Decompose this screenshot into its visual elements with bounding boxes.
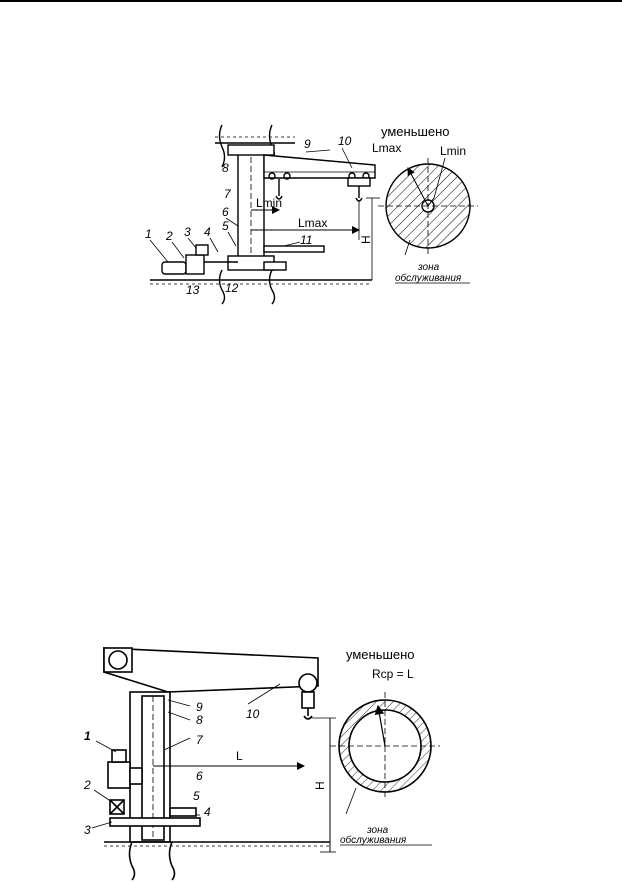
d1-plan-title: уменьшено <box>381 124 450 139</box>
d1-label-4: 4 <box>204 225 211 239</box>
d2-label-2: 2 <box>83 778 91 792</box>
d2-dim-l: L <box>236 749 243 763</box>
diagram-1 <box>149 124 380 305</box>
d1-dim-h: H <box>359 235 373 244</box>
d1-label-9: 9 <box>304 137 311 151</box>
d1-plan-view <box>378 157 478 284</box>
d1-label-12: 12 <box>225 281 239 295</box>
d1-label-2: 2 <box>165 229 173 243</box>
top-rule <box>0 0 622 2</box>
d1-plan-lmax: Lmax <box>372 141 401 155</box>
d2-plan-view <box>330 692 440 846</box>
diagram-2 <box>91 647 336 881</box>
d2-label-9: 9 <box>196 700 203 714</box>
d2-label-7: 7 <box>196 733 204 747</box>
d2-zone-bottom: обслуживания <box>340 834 407 846</box>
d2-plan-rcp: Rср = L <box>372 667 414 681</box>
d2-label-1: 1 <box>84 729 91 743</box>
d2-label-4: 4 <box>204 805 211 819</box>
d1-label-1: 1 <box>145 227 152 241</box>
d1-zone-top: зона <box>417 262 440 273</box>
d2-plan-title: уменьшено <box>346 647 415 662</box>
d1-label-7: 7 <box>224 187 232 201</box>
d2-label-6: 6 <box>196 769 203 783</box>
d1-dim-lmax: Lmax <box>298 216 327 230</box>
d1-label-13: 13 <box>186 283 200 297</box>
d2-zone-top: зона <box>366 825 389 836</box>
d1-label-10: 10 <box>338 134 352 148</box>
d1-label-11: 11 <box>300 233 312 247</box>
d1-dim-lmin: Lmin <box>256 196 282 210</box>
d1-zone-bottom: обслуживания <box>395 272 462 284</box>
d2-label-8: 8 <box>196 713 203 727</box>
d1-label-6: 6 <box>222 205 229 219</box>
d2-label-3: 3 <box>84 823 91 837</box>
d2-label-5: 5 <box>193 789 200 803</box>
d1-plan-lmin: Lmin <box>440 144 466 158</box>
d2-dim-h: H <box>313 781 327 790</box>
d1-label-3: 3 <box>184 225 191 239</box>
d1-label-8: 8 <box>222 161 229 175</box>
d2-label-10: 10 <box>246 707 260 721</box>
d1-label-5: 5 <box>222 219 229 233</box>
